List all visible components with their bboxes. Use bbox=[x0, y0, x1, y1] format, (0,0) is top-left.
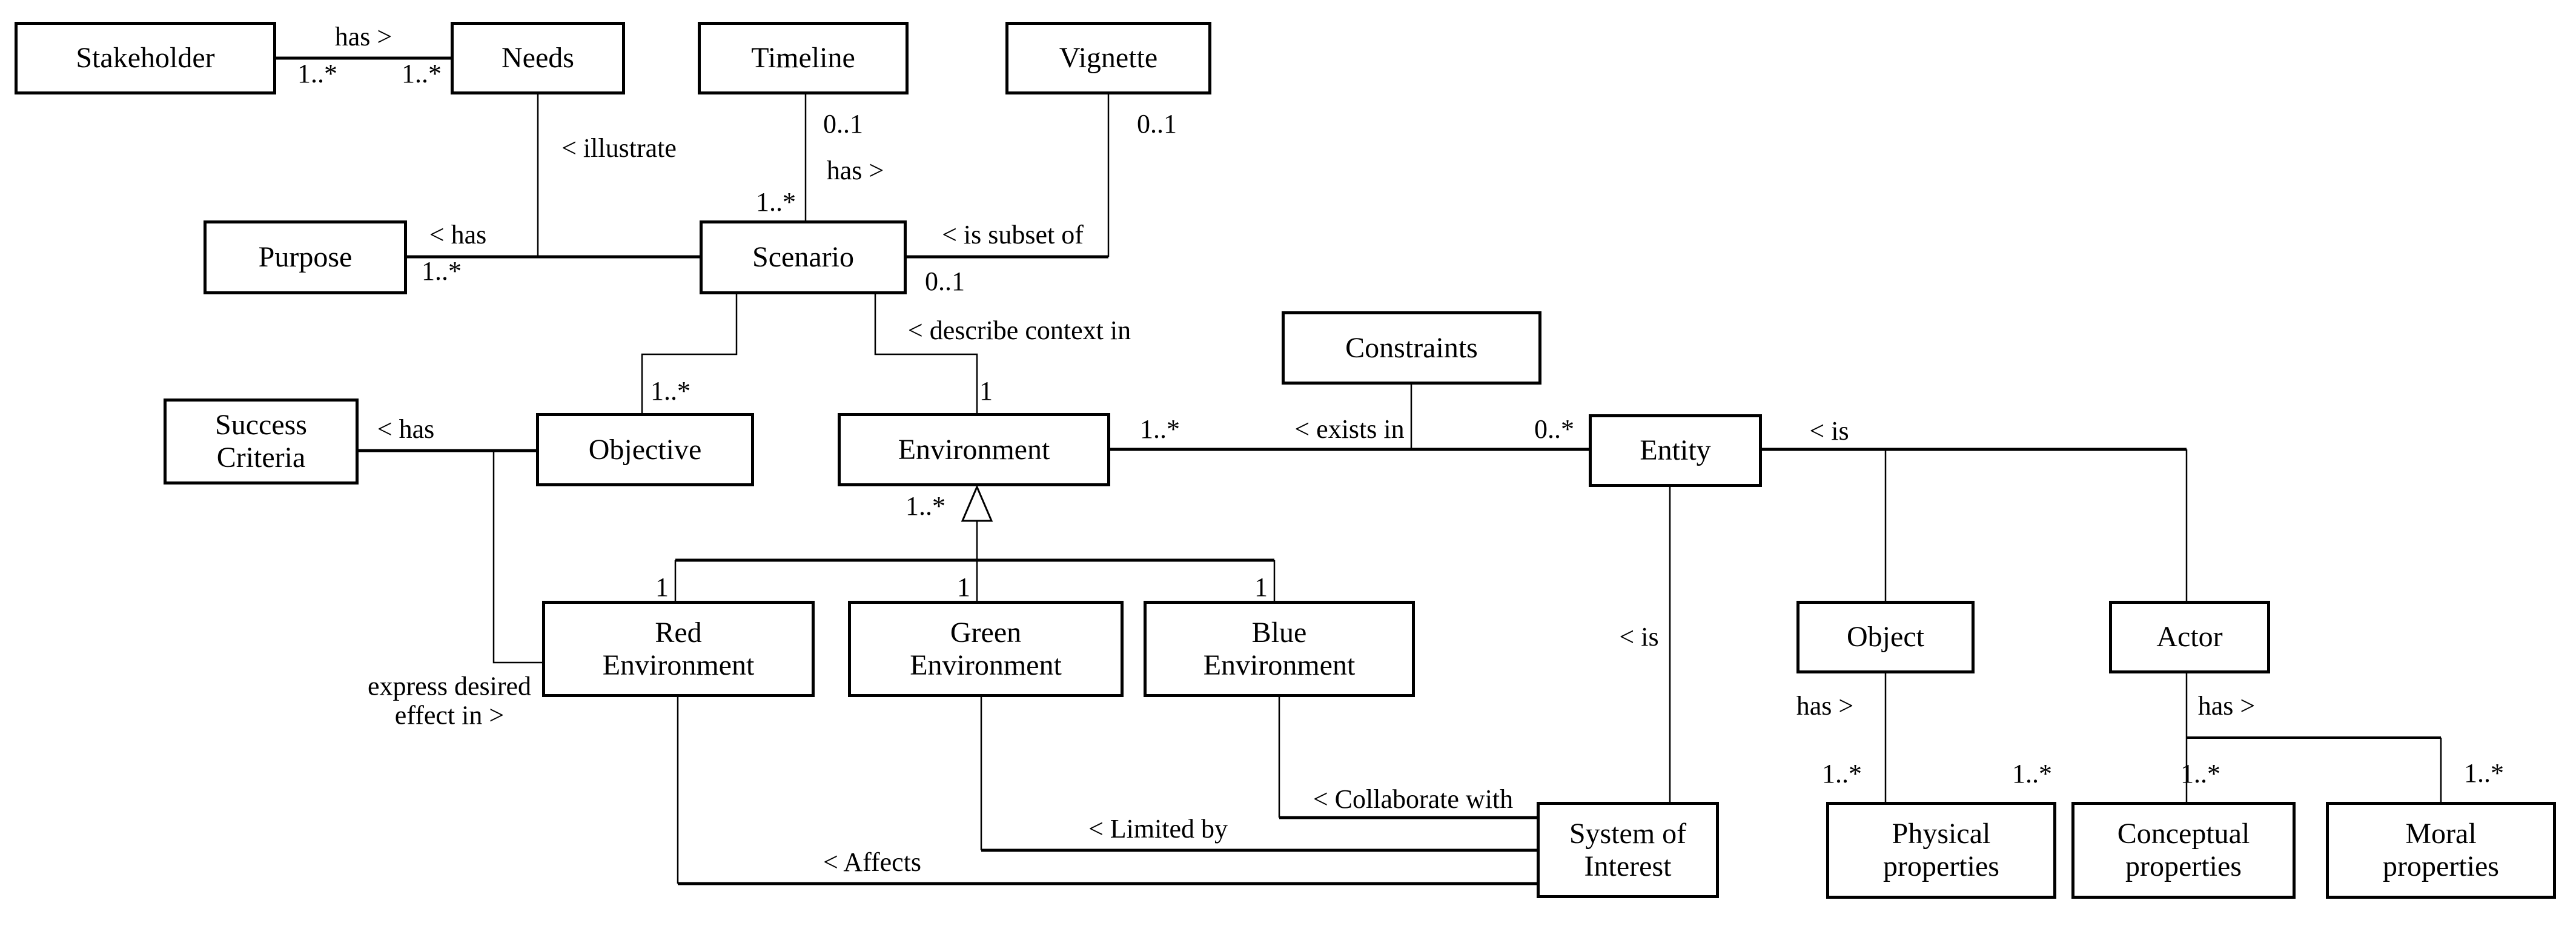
class-box-blue-environment: Blue Environment bbox=[1144, 601, 1415, 697]
class-box-purpose: Purpose bbox=[204, 220, 407, 294]
label-mult-stakeholder-end: 1..* bbox=[297, 58, 337, 88]
class-label-constraints: Constraints bbox=[1345, 331, 1478, 364]
class-label-stakeholder: Stakeholder bbox=[76, 42, 215, 74]
class-box-moral-properties: Moral properties bbox=[2326, 802, 2556, 899]
label-assoc-has-purpose: < has bbox=[429, 219, 487, 250]
label-mult-blue-top: 1 bbox=[1254, 572, 1268, 602]
line-scenario-objective bbox=[641, 294, 738, 413]
class-box-environment: Environment bbox=[838, 413, 1110, 486]
line-scenario-environment bbox=[874, 294, 978, 413]
class-box-success-criteria: Success Criteria bbox=[164, 399, 359, 484]
label-assoc-has-object: has > bbox=[1796, 690, 1854, 721]
class-label-vignette: Vignette bbox=[1059, 42, 1158, 74]
class-box-objective: Objective bbox=[536, 413, 754, 486]
label-assoc-describe-context-in: < describe context in bbox=[907, 315, 1131, 345]
label-assoc-has-actor: has > bbox=[2197, 690, 2256, 721]
class-label-red-environment: Red Environment bbox=[602, 616, 755, 681]
class-label-moral-properties: Moral properties bbox=[2383, 818, 2499, 882]
label-assoc-affects: < Affects bbox=[823, 847, 922, 877]
label-mult-needs-end: 1..* bbox=[402, 58, 442, 88]
label-assoc-express-desired-effect: express desired effect in > bbox=[367, 671, 532, 730]
class-label-actor: Actor bbox=[2156, 621, 2223, 653]
label-mult-entity-left: 0..* bbox=[1534, 414, 1574, 444]
label-assoc-illustrate: < illustrate bbox=[561, 133, 677, 163]
label-mult-objective-top: 1..* bbox=[651, 375, 690, 406]
class-box-green-environment: Green Environment bbox=[848, 601, 1124, 697]
class-label-scenario: Scenario bbox=[752, 241, 854, 274]
class-label-environment: Environment bbox=[898, 433, 1050, 466]
generalization-triangle-icon bbox=[961, 484, 993, 522]
label-mult-environment-right: 1..* bbox=[1140, 414, 1180, 444]
label-assoc-has-stakeholder-needs: has > bbox=[334, 21, 392, 51]
class-label-entity: Entity bbox=[1640, 434, 1711, 467]
class-box-red-environment: Red Environment bbox=[542, 601, 815, 697]
label-assoc-exists-in: < exists in bbox=[1294, 414, 1405, 444]
label-mult-scenario-right: 0..1 bbox=[925, 266, 965, 296]
line-successcriteria-redenv bbox=[492, 451, 542, 664]
class-box-scenario: Scenario bbox=[700, 220, 907, 294]
label-assoc-is-entity-soi: < is bbox=[1619, 621, 1659, 652]
class-box-actor: Actor bbox=[2109, 601, 2270, 673]
label-mult-red-top: 1 bbox=[655, 572, 669, 602]
label-mult-timeline-end: 0..1 bbox=[823, 108, 863, 139]
class-box-object: Object bbox=[1796, 601, 1975, 673]
label-assoc-collaborate-with: < Collaborate with bbox=[1313, 784, 1514, 814]
class-label-conceptual-properties: Conceptual properties bbox=[2117, 818, 2250, 882]
class-label-object: Object bbox=[1847, 621, 1924, 653]
label-mult-moral-top: 1..* bbox=[2464, 758, 2504, 788]
label-assoc-limited-by: < Limited by bbox=[1088, 813, 1228, 844]
class-box-entity: Entity bbox=[1589, 414, 1762, 487]
label-mult-environment-top: 1 bbox=[979, 375, 993, 406]
class-label-green-environment: Green Environment bbox=[910, 616, 1062, 681]
class-box-timeline: Timeline bbox=[698, 22, 909, 94]
label-mult-scenario-top: 1..* bbox=[756, 187, 796, 217]
class-label-physical-properties: Physical properties bbox=[1883, 818, 1999, 882]
class-label-success-criteria: Success Criteria bbox=[215, 409, 307, 474]
label-mult-generalization: 1..* bbox=[906, 491, 945, 521]
class-box-system-of-interest: System of Interest bbox=[1537, 802, 1719, 898]
class-box-stakeholder: Stakeholder bbox=[15, 22, 276, 94]
label-mult-purpose-end: 1..* bbox=[422, 256, 462, 286]
label-assoc-is-subset-of: < is subset of bbox=[942, 219, 1084, 250]
class-box-constraints: Constraints bbox=[1282, 311, 1541, 385]
label-mult-vignette-end: 0..1 bbox=[1137, 108, 1177, 139]
class-label-blue-environment: Blue Environment bbox=[1203, 616, 1356, 681]
label-mult-physical-right: 1..* bbox=[2012, 758, 2052, 789]
class-box-vignette: Vignette bbox=[1005, 22, 1211, 94]
class-box-conceptual-properties: Conceptual properties bbox=[2071, 802, 2296, 899]
class-label-system-of-interest: System of Interest bbox=[1569, 817, 1687, 882]
label-mult-conceptual-top: 1..* bbox=[2180, 758, 2220, 789]
label-mult-physical-left: 1..* bbox=[1822, 758, 1862, 789]
label-assoc-is-entity-right: < is bbox=[1809, 415, 1849, 446]
label-mult-green-top: 1 bbox=[957, 572, 970, 602]
class-box-physical-properties: Physical properties bbox=[1826, 802, 2056, 899]
class-label-needs: Needs bbox=[502, 42, 574, 74]
class-label-objective: Objective bbox=[588, 433, 702, 466]
label-assoc-has-success: < has bbox=[377, 414, 435, 444]
label-assoc-has-timeline: has > bbox=[826, 155, 884, 185]
class-label-timeline: Timeline bbox=[751, 42, 855, 74]
class-box-needs: Needs bbox=[451, 22, 625, 94]
class-label-purpose: Purpose bbox=[258, 241, 353, 274]
